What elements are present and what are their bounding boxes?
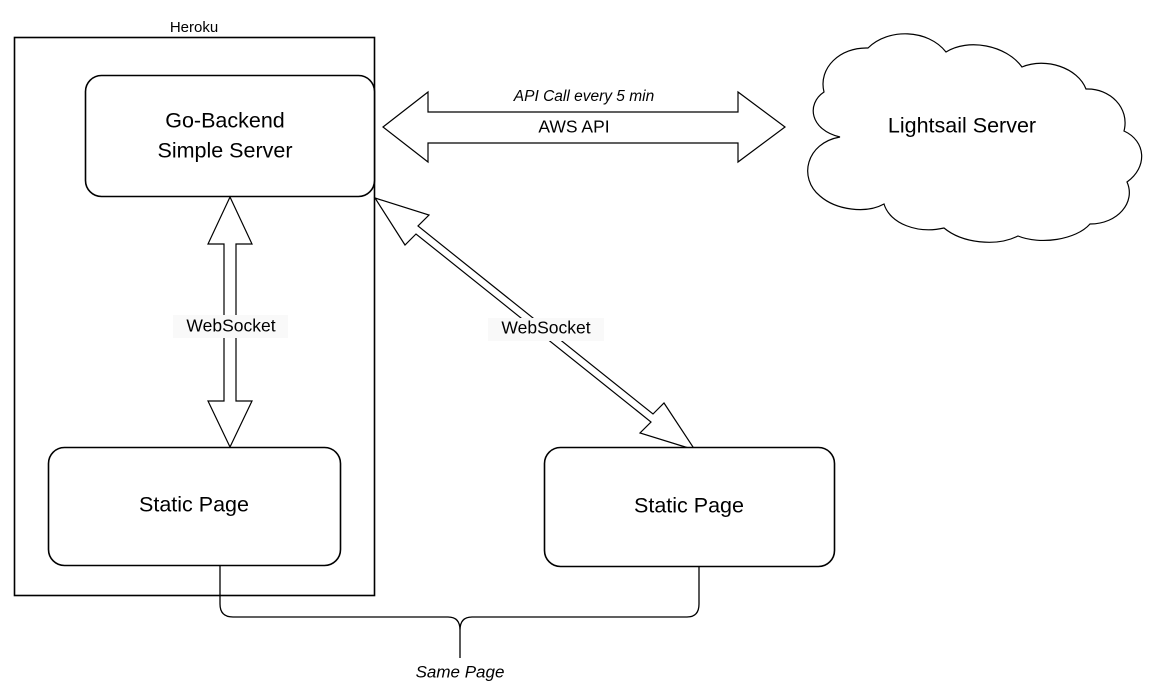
node-static-page-left[interactable] [47,446,342,567]
edge-aws-api-label-bottom: AWS API [538,117,609,137]
edge-websocket-left-label: WebSocket [186,316,275,336]
node-static-page-right[interactable] [543,446,836,568]
edge-aws-api[interactable] [382,90,787,164]
node-lightsail-label: Lightsail Server [888,114,1036,138]
node-static-page-left-label: Static Page [139,493,249,517]
heroku-container-label: Heroku [170,19,218,36]
node-lightsail-cloud[interactable]: Lightsail Server [807,33,1143,243]
node-go-backend[interactable] [84,74,376,198]
edge-aws-api-label-top: API Call every 5 min [513,88,654,105]
node-go-backend-label-line1: Go-Backend [165,109,285,133]
edge-same-page-bracket[interactable] [219,566,700,658]
edge-same-page-label: Same Page [416,662,505,681]
node-go-backend-label-line2: Simple Server [157,139,292,163]
edge-websocket-left-label-halo [173,315,288,338]
node-static-page-right-label: Static Page [634,494,744,518]
edge-websocket-right-label-halo [488,318,604,341]
edge-websocket-right-label: WebSocket [501,318,590,338]
